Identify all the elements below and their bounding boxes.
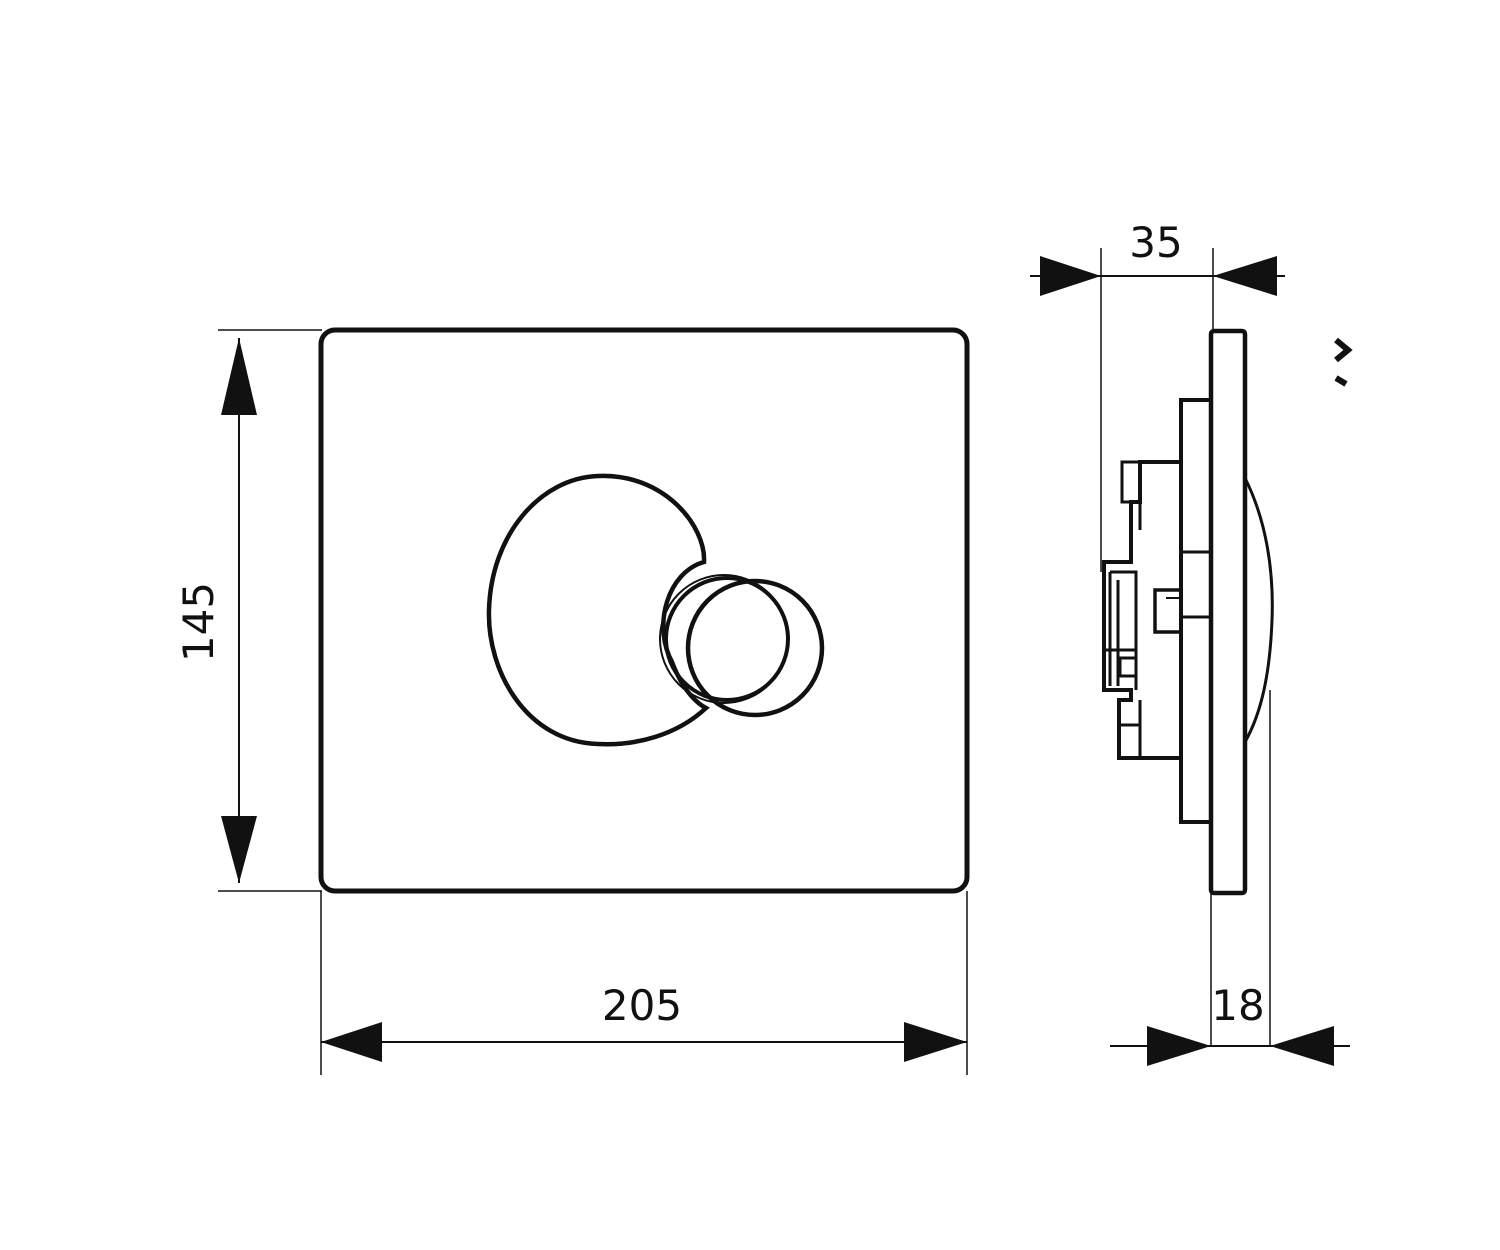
actuator-inner-block [1104, 570, 1138, 690]
width-label: 205 [602, 981, 682, 1030]
height-label: 145 [174, 582, 223, 662]
actuator-stem [1153, 588, 1183, 634]
height-arrow-top [221, 338, 257, 415]
side-view [1102, 328, 1274, 896]
small-flush-button-ring [659, 574, 789, 704]
thickness-dimension: 18 [1110, 690, 1350, 1066]
front-plate [318, 327, 970, 894]
front-view [318, 327, 970, 894]
thickness-label: 18 [1211, 981, 1264, 1030]
depth-label: 35 [1129, 218, 1182, 267]
small-flush-button-outer [685, 578, 825, 718]
actuator-detail-bottom [1119, 700, 1142, 758]
thickness-arrow-left [1147, 1026, 1211, 1066]
width-arrow-left [321, 1022, 382, 1062]
width-arrow-right [904, 1022, 967, 1062]
depth-arrow-left [1040, 256, 1101, 296]
depth-dimension: 35 [1030, 218, 1285, 572]
small-flush-button-inner [664, 576, 790, 702]
width-dimension: 205 [320, 891, 968, 1075]
depth-arrow-right [1213, 256, 1277, 296]
actuator-detail-top [1120, 460, 1142, 530]
height-arrow-bottom [221, 816, 257, 883]
button-dome-profile [1243, 477, 1274, 743]
mounting-frame [1179, 398, 1213, 824]
height-dimension: 145 [174, 329, 322, 892]
side-plate [1208, 328, 1248, 896]
large-flush-button [486, 473, 710, 747]
thickness-arrow-right [1270, 1026, 1334, 1066]
cropped-mark [1334, 337, 1353, 387]
actuator-body [1102, 460, 1181, 760]
